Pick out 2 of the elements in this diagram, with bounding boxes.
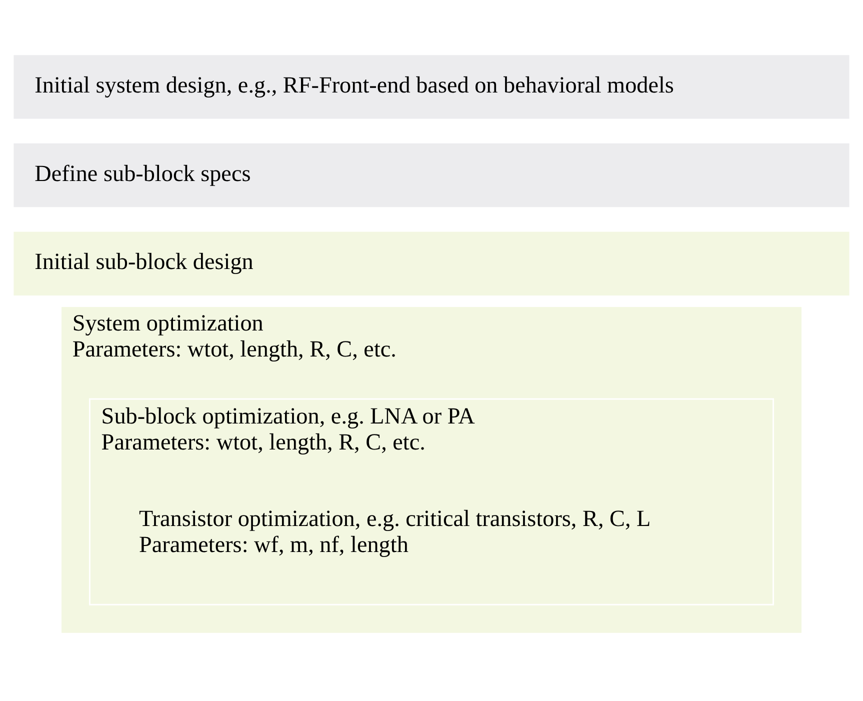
- node-text: Transistor optimization, e.g. critical transistors, R, C, L Parameters: wf, m, nf, length: [138, 506, 651, 558]
- node-box: Initial sub-block design: [14, 232, 850, 296]
